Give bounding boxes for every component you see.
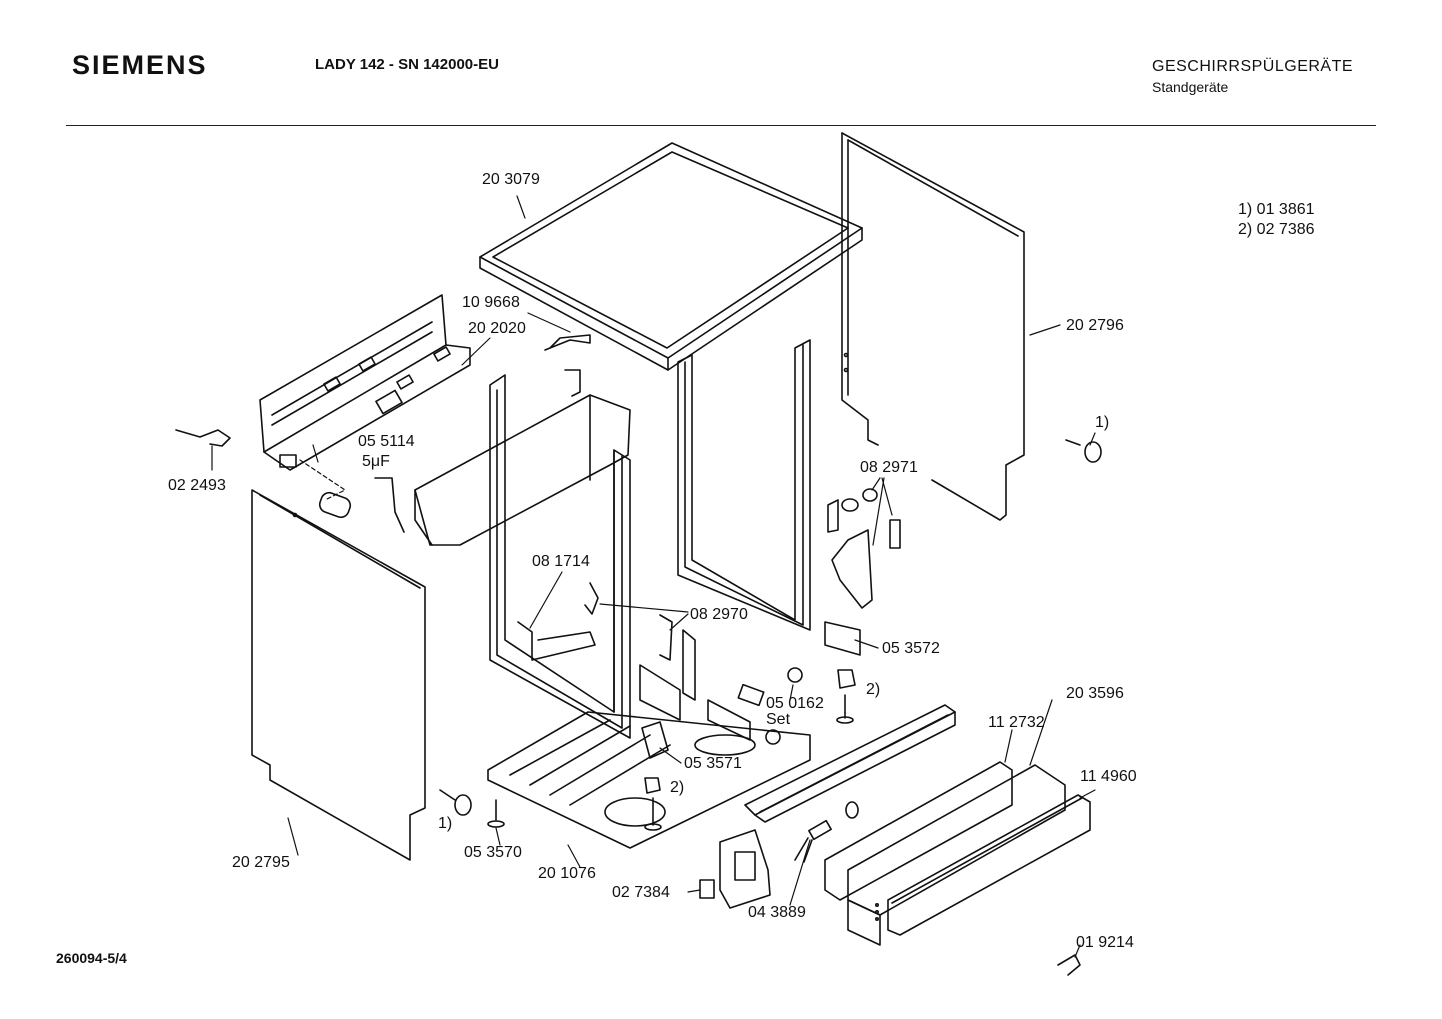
label-plinth-rail: 11 2732 [988, 714, 1045, 731]
label-foot-bracket-right: 05 3572 [882, 640, 940, 657]
label-plinth-screw: 01 9214 [1076, 934, 1134, 951]
plinth-part [825, 762, 1090, 945]
rear-rail-part [260, 295, 470, 470]
label-footnote-1-left: 1) [438, 815, 453, 832]
header-divider [66, 125, 1376, 126]
subcategory-title: Standgeräte [1152, 79, 1229, 95]
front-frame-part [490, 375, 630, 738]
label-corner-bracket: 08 1714 [532, 553, 590, 570]
footnote-1: 1) 01 3861 [1238, 201, 1315, 218]
label-left-side-panel: 20 2795 [232, 854, 290, 871]
document-number: 260094-5/4 [56, 950, 127, 966]
label-hinge-parts: 08 2970 [690, 606, 748, 623]
label-plinth-cover: 11 4960 [1080, 768, 1137, 785]
label-footnote-1-right: 1) [1095, 414, 1110, 431]
label-sensor: 04 3889 [748, 904, 806, 921]
label-footnote-2-upper: 2) [866, 681, 881, 698]
label-capacitor: 05 5114 [358, 433, 415, 450]
footnotes: 1) 01 3861 2) 02 7386 [1238, 200, 1315, 240]
label-top-cover: 20 3079 [482, 171, 540, 188]
plinth-rail-part [745, 705, 955, 822]
label-right-side-panel: 20 2796 [1066, 317, 1124, 334]
label-set: Set [766, 711, 791, 728]
label-clip-set: 08 2971 [860, 459, 918, 476]
right-side-panel-part [842, 133, 1024, 520]
brand-logo: SIEMENS [72, 50, 208, 80]
label-capacitor-rating: 5μF [362, 453, 390, 470]
model-title: LADY 142 - SN 142000-EU [315, 56, 499, 73]
left-side-panel-part [252, 490, 425, 860]
label-leveling-foot: 05 3570 [464, 844, 522, 861]
base-pan-part [488, 712, 810, 848]
label-footnote-2-lower: 2) [670, 779, 685, 796]
label-foot-bracket-left: 05 3571 [684, 755, 742, 772]
label-screw-set: 05 0162 [766, 695, 824, 712]
air-duct-part [415, 395, 630, 545]
category-title: GESCHIRRSPÜLGERÄTE [1152, 58, 1354, 75]
footnote-2: 2) 02 7386 [1238, 221, 1315, 238]
label-switch-holder: 02 7384 [612, 884, 670, 901]
leader-lines [212, 196, 1095, 957]
label-plinth: 20 3596 [1066, 685, 1124, 702]
label-rear-rail: 20 2020 [468, 320, 526, 337]
label-base-pan: 20 1076 [538, 865, 596, 882]
label-hinge-screw: 02 2493 [168, 477, 226, 494]
rear-frame-part [678, 340, 810, 630]
label-bracket-top: 10 9668 [462, 294, 520, 311]
small-parts [176, 335, 1101, 975]
